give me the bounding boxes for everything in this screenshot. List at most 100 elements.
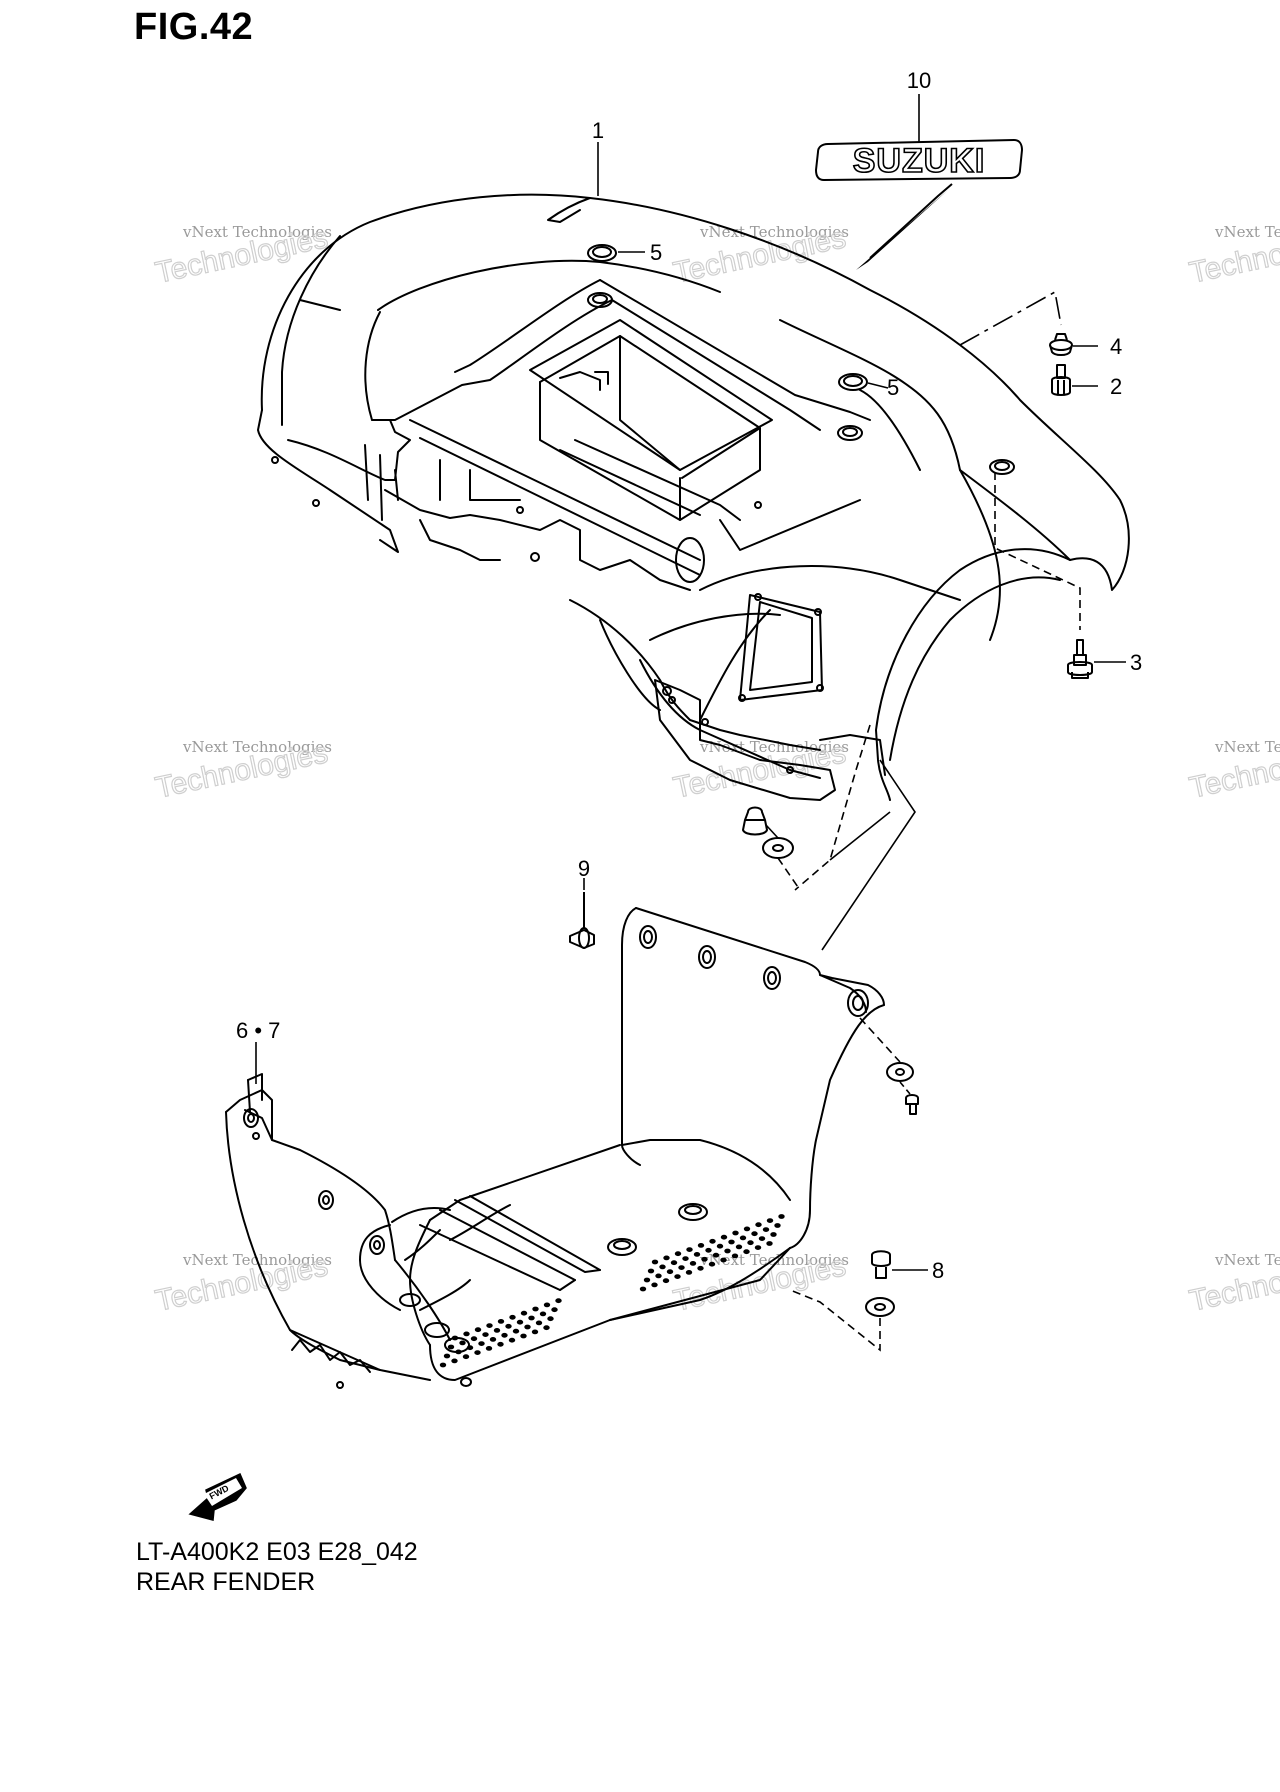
bolt-part-8 [871, 1250, 891, 1279]
callout-6-7: 6 • 7 [236, 1018, 280, 1043]
traction-dot [501, 1332, 508, 1338]
watermark: vNext Technologies Technologies [152, 1249, 332, 1319]
traction-dot [686, 1247, 693, 1252]
callout-2: 2 [1110, 374, 1122, 399]
callout-1: 1 [592, 118, 604, 143]
traction-dot [451, 1335, 459, 1341]
traction-dot [486, 1323, 493, 1328]
screw [905, 1094, 919, 1115]
traction-dot [685, 1270, 693, 1275]
traction-dot [543, 1325, 550, 1331]
traction-dot [697, 1243, 705, 1248]
traction-dot [724, 1248, 731, 1254]
leader-lines [255, 94, 1126, 1352]
callout-8: 8 [932, 1258, 944, 1283]
traction-dot [443, 1353, 451, 1359]
svg-text:SUZUKI: SUZUKI [853, 142, 986, 180]
traction-dot [739, 1235, 747, 1241]
traction-dot [708, 1261, 716, 1267]
traction-dot [466, 1345, 474, 1351]
traction-dot [463, 1331, 470, 1337]
traction-dot [689, 1261, 697, 1266]
watermark: vNext Technologies Technologies [152, 736, 332, 806]
traction-dot [747, 1240, 754, 1246]
traction-dot [439, 1362, 447, 1368]
traction-dot [663, 1255, 670, 1261]
traction-dot [505, 1323, 512, 1329]
traction-dot [743, 1249, 750, 1255]
traction-dot [762, 1227, 770, 1232]
traction-dot [743, 1226, 751, 1232]
push-rivet-part-9 [569, 892, 595, 949]
traction-dot [674, 1274, 681, 1279]
footrest-panel [225, 907, 885, 1389]
traction-dot [462, 1354, 470, 1360]
model-code: LT-A400K2 E03 E28_042 [136, 1538, 418, 1566]
watermark: vNext Technologies Technologies [152, 221, 332, 291]
traction-dot [459, 1340, 466, 1346]
washer [886, 1062, 914, 1082]
clip-nut [742, 806, 768, 836]
traction-dot [674, 1251, 682, 1257]
traction-dot [497, 1341, 504, 1347]
rear-fender [257, 193, 1130, 801]
traction-dot [478, 1341, 485, 1346]
traction-dot [451, 1358, 458, 1364]
traction-dot [516, 1319, 524, 1325]
washer [762, 837, 794, 859]
traction-dot [720, 1257, 727, 1263]
callout-5-right: 5 [887, 375, 899, 400]
traction-dot [485, 1346, 493, 1351]
traction-dot [643, 1277, 651, 1283]
traction-dot [754, 1245, 762, 1250]
traction-dot [758, 1236, 766, 1241]
nut-part-4 [1049, 333, 1073, 356]
svg-text:vNext Technologies: vNext Technologies [1214, 1251, 1280, 1269]
traction-dot [524, 1324, 531, 1330]
traction-dot [651, 1282, 658, 1288]
traction-dot [539, 1311, 547, 1317]
traction-dot [639, 1286, 647, 1292]
watermark: vNext Technologies Technologies [1186, 736, 1280, 806]
traction-dot [766, 1241, 773, 1246]
traction-dot [662, 1278, 670, 1284]
traction-dot [547, 1316, 554, 1322]
fasteners [569, 333, 1093, 1317]
part-group-name: REAR FENDER [136, 1568, 316, 1596]
watermark: vNext Technologies Technologies [670, 221, 849, 291]
callout-5-top: 5 [650, 240, 662, 265]
traction-dot [766, 1218, 774, 1223]
traction-dot [555, 1298, 562, 1304]
traction-dot [720, 1234, 728, 1240]
traction-dot [778, 1214, 785, 1219]
traction-dot [709, 1238, 716, 1244]
traction-dot [716, 1243, 724, 1249]
traction-dot [520, 1310, 528, 1316]
traction-dot [474, 1350, 481, 1355]
svg-text:vNext Technologies: vNext Technologies [182, 223, 332, 241]
traction-dot [705, 1247, 712, 1253]
traction-dot [682, 1256, 689, 1261]
traction-dot [647, 1268, 655, 1274]
traction-dot [470, 1336, 478, 1342]
callout-labels: 1 2 3 4 5 5 6 • 7 8 9 10 [236, 68, 1142, 1283]
traction-dot [770, 1232, 777, 1237]
traction-dot [497, 1319, 505, 1324]
bolt-part-3 [1067, 639, 1093, 679]
watermark: vNext Technologies Technologies [670, 736, 849, 806]
traction-dot [482, 1332, 489, 1337]
watermark: vNext Technologies Technologies [670, 1249, 849, 1319]
traction-dot [509, 1314, 516, 1320]
traction-dot [701, 1256, 708, 1262]
traction-dot [732, 1230, 739, 1236]
traction-dot [508, 1337, 516, 1343]
traction-dot [447, 1344, 455, 1350]
footboard-traction-dots [439, 1214, 785, 1368]
traction-dot [493, 1328, 501, 1333]
traction-dot [551, 1307, 558, 1313]
traction-dot [489, 1337, 497, 1342]
figure-title: FIG.42 [134, 6, 254, 48]
traction-dot [666, 1269, 674, 1275]
